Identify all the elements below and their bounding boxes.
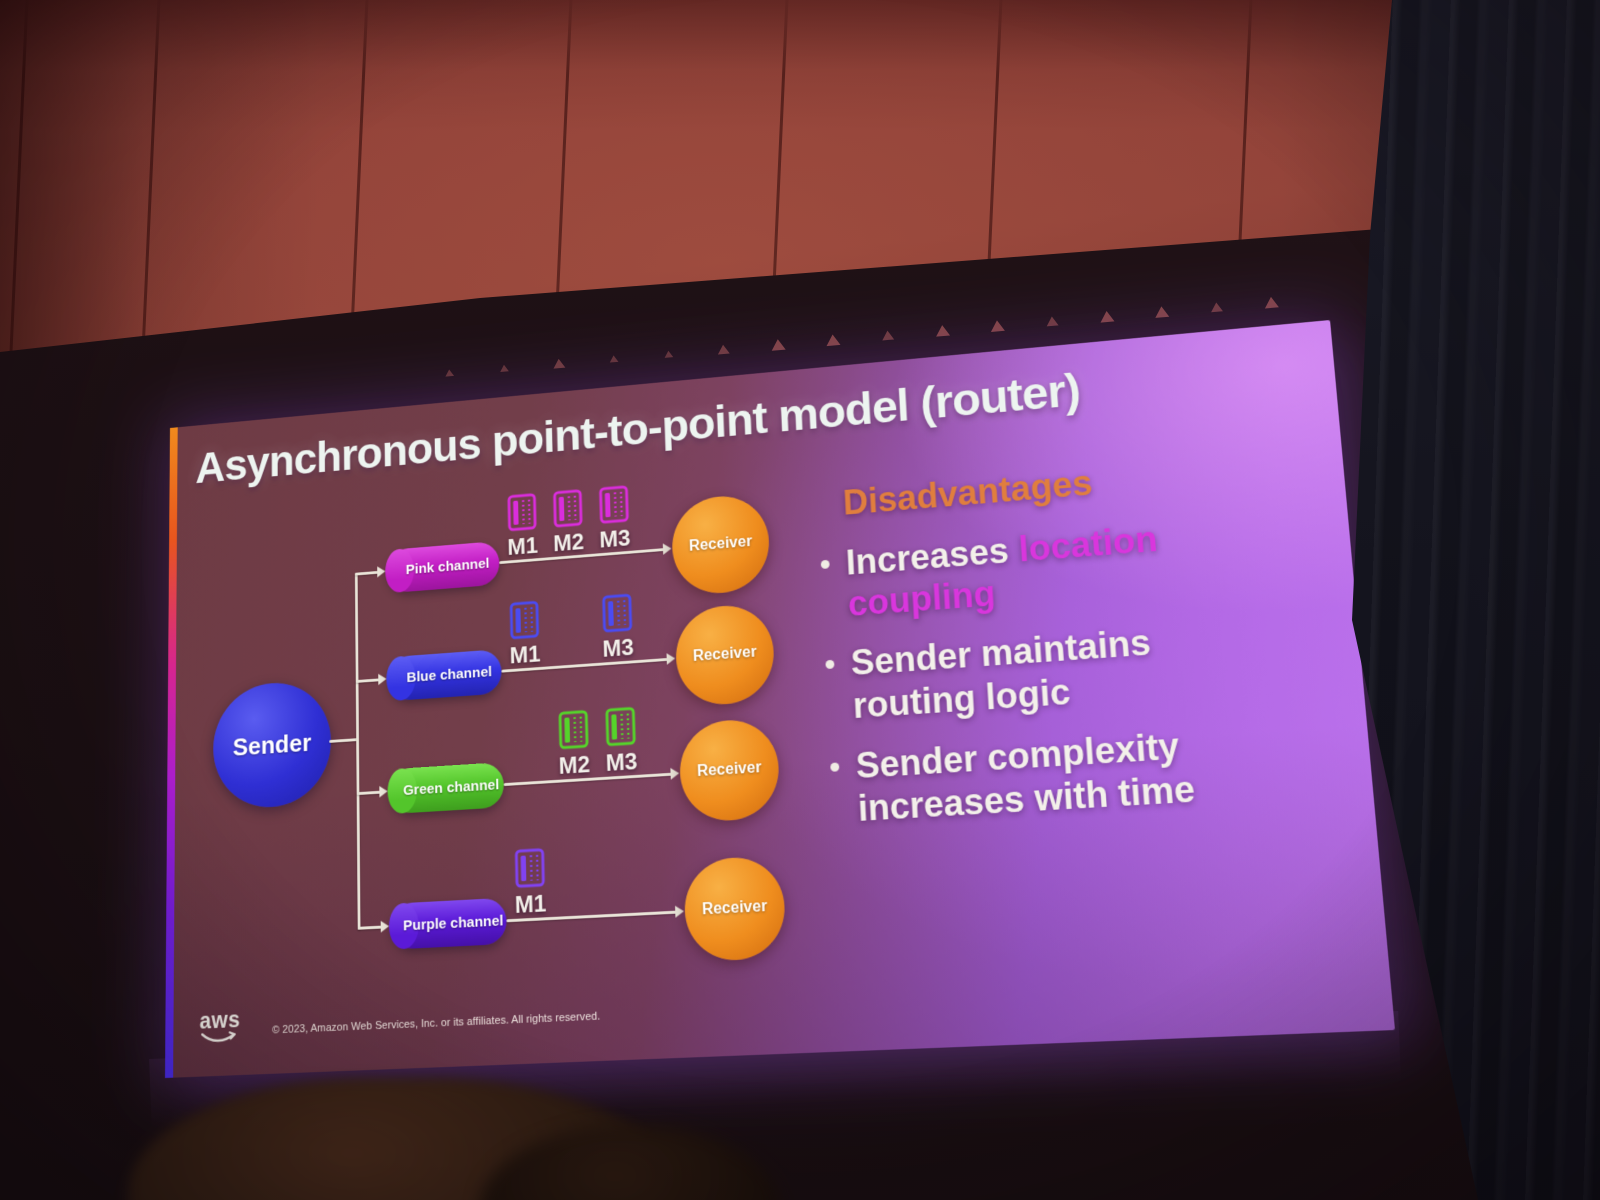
- decor-triangle: [1099, 310, 1115, 323]
- message-icon: [558, 709, 589, 749]
- receiver-arrowhead: [670, 767, 680, 780]
- disadvantages-section: Disadvantages Increases location couplin…: [813, 450, 1269, 849]
- sender-label: Sender: [232, 727, 312, 761]
- message-icon: [602, 593, 633, 633]
- channel-cylinder: Purple channel: [388, 897, 507, 950]
- receiver-label: Receiver: [696, 759, 762, 780]
- message-label: M1: [514, 890, 547, 919]
- disadvantages-heading: Disadvantages: [842, 462, 1094, 523]
- message-label: M3: [599, 525, 631, 554]
- message-slot: M2: [547, 488, 589, 557]
- message-icon: [599, 485, 630, 525]
- bullet-dot: [820, 559, 830, 570]
- receiver-arrowhead: [666, 652, 676, 665]
- aws-logo-text: aws: [199, 1006, 241, 1034]
- channel-cylinder: Green channel: [387, 761, 505, 814]
- decor-triangle: [989, 319, 1005, 332]
- receiver-node: Receiver: [683, 855, 787, 963]
- branch-line: [357, 925, 382, 930]
- message-slot: M3: [593, 484, 636, 554]
- message-label: M2: [558, 751, 591, 780]
- bullet-dot: [825, 660, 835, 670]
- disadvantage-item: Sender complexity increases with time: [825, 719, 1257, 831]
- receiver-node: Receiver: [674, 602, 776, 708]
- receiver-node: Receiver: [670, 492, 771, 597]
- disadvantage-item: Sender maintains routing logic: [821, 615, 1249, 729]
- channel-cylinder: Blue channel: [386, 648, 502, 701]
- message-slot: M3: [596, 593, 639, 663]
- message-slot: M3: [599, 706, 643, 777]
- connector-line: [329, 738, 359, 743]
- decor-triangle: [444, 369, 455, 377]
- disadvantage-item: Increases location coupling: [816, 512, 1240, 628]
- disadvantage-text: Sender complexity increases with time: [854, 725, 1197, 829]
- branch-line: [356, 790, 381, 795]
- bullet-dot: [830, 762, 840, 772]
- decor-triangle: [609, 355, 619, 363]
- decor-triangle: [552, 358, 566, 369]
- aws-logo: aws: [199, 1006, 241, 1050]
- message-slot: M1: [509, 847, 552, 919]
- message-icon: [507, 493, 537, 532]
- copyright-text: © 2023, Amazon Web Services, Inc. or its…: [272, 1010, 601, 1037]
- connector-trunk: [354, 572, 361, 930]
- decor-triangle: [717, 344, 730, 355]
- sender-node: Sender: [213, 679, 332, 811]
- receiver-label: Receiver: [688, 533, 753, 555]
- channel-cylinder: Pink channel: [385, 540, 500, 593]
- decor-triangle: [935, 324, 951, 337]
- decor-triangle: [1210, 301, 1223, 313]
- branch-arrowhead: [377, 565, 386, 578]
- projection-screen-slide: Asynchronous point-to-point model (route…: [165, 320, 1396, 1078]
- message-slot: M1: [504, 600, 546, 669]
- decor-triangle: [499, 364, 509, 372]
- message-icon: [514, 848, 545, 889]
- message-label: M3: [602, 634, 635, 663]
- message-label: M1: [507, 533, 539, 561]
- message-label: M1: [509, 641, 541, 670]
- branch-arrowhead: [380, 920, 390, 933]
- message-slot: M2: [552, 709, 595, 780]
- branch-line: [355, 677, 380, 683]
- decor-triangle: [664, 350, 674, 358]
- message-slot: M1: [502, 492, 544, 561]
- message-icon: [509, 600, 539, 640]
- message-label: M2: [553, 529, 585, 557]
- receiver-node: Receiver: [678, 717, 781, 824]
- message-icon: [605, 706, 636, 746]
- receiver-label: Receiver: [701, 898, 768, 919]
- branch-arrowhead: [378, 673, 387, 686]
- branch-arrowhead: [379, 785, 388, 798]
- message-label: M3: [605, 748, 638, 777]
- decor-triangle: [1045, 316, 1059, 327]
- receiver-arrowhead: [675, 905, 685, 918]
- decor-triangle: [1154, 305, 1170, 318]
- message-icon: [553, 489, 583, 528]
- decor-triangle: [825, 333, 841, 347]
- decor-triangle: [881, 330, 895, 341]
- receiver-arrowhead: [662, 542, 672, 555]
- aws-smile-icon: [201, 1031, 239, 1045]
- receiver-label: Receiver: [692, 643, 757, 665]
- decor-triangle: [770, 338, 786, 351]
- disadvantage-text: Sender maintains routing logic: [849, 622, 1153, 726]
- decor-triangle: [1263, 296, 1279, 309]
- branch-line: [354, 570, 379, 576]
